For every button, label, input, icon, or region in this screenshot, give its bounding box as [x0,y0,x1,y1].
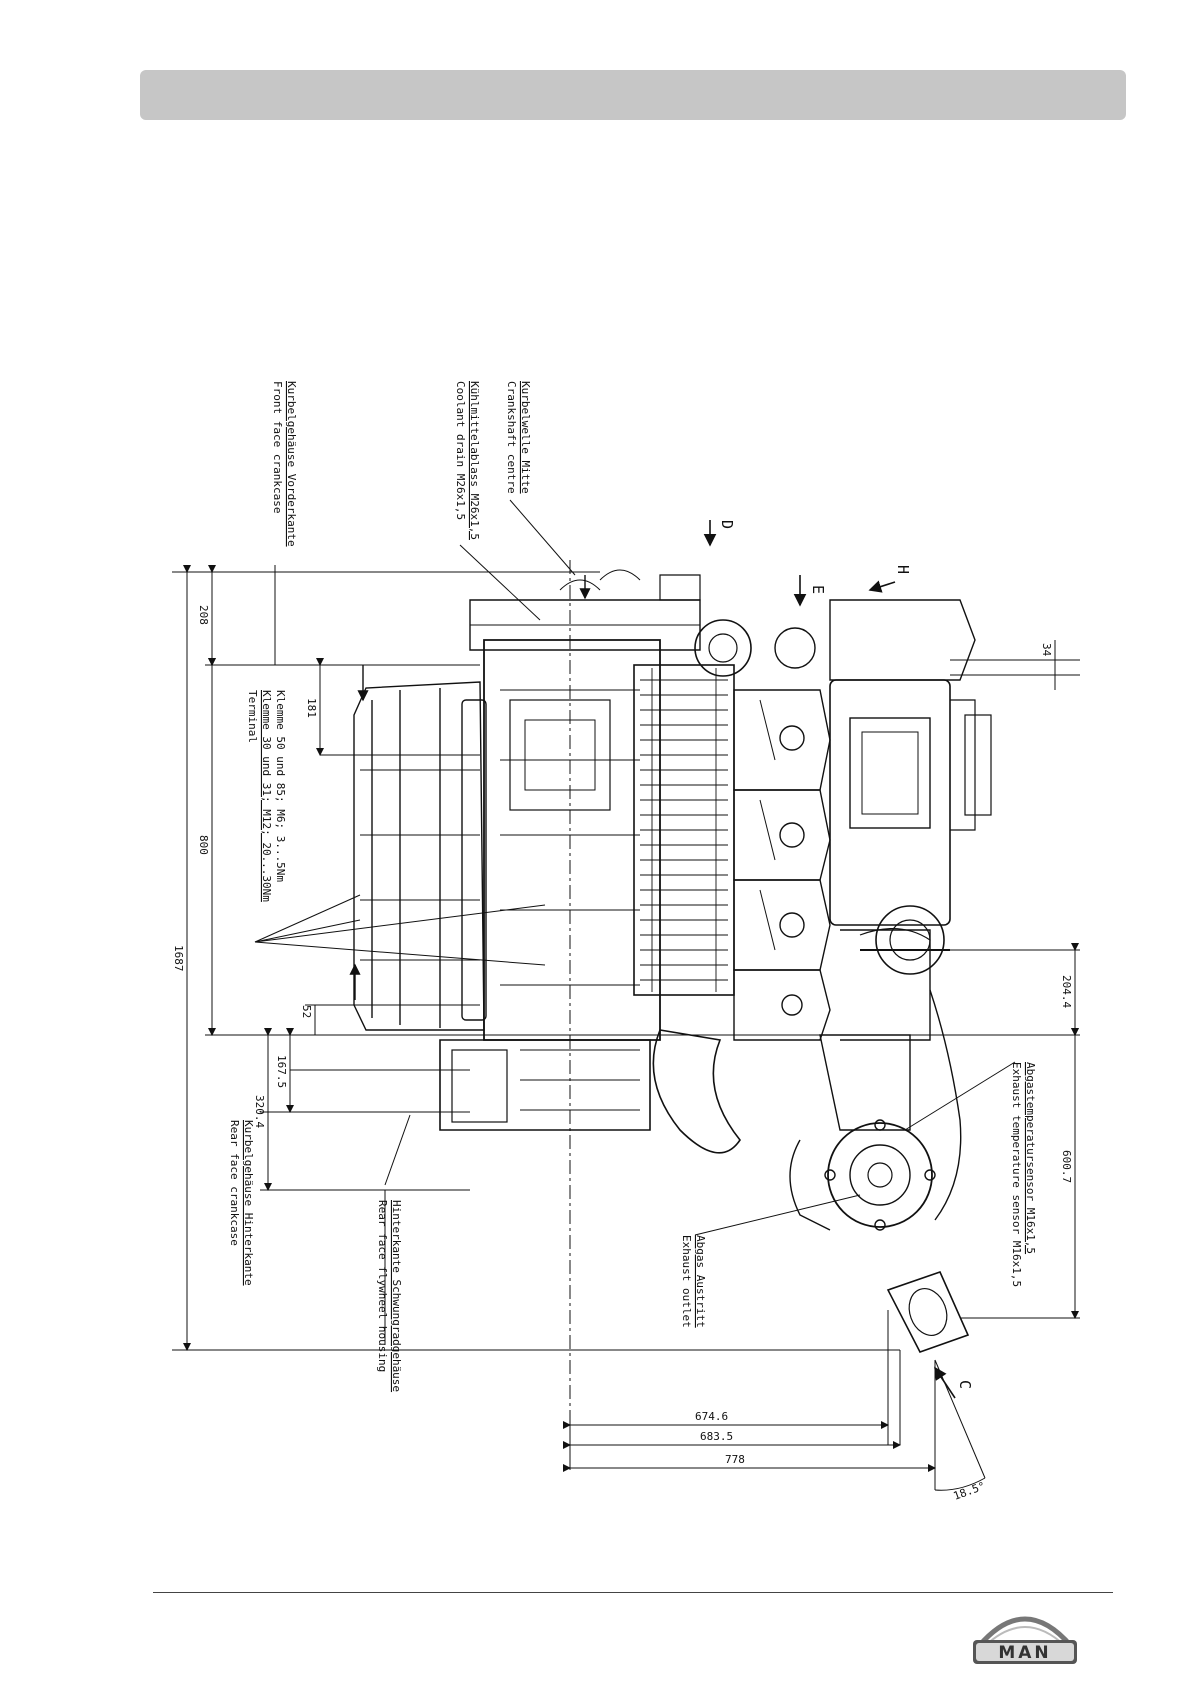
view-letter-e: E [809,585,827,594]
callout-exhaust-temp: Abgastemperatursensor M16x1,5 Exhaust te… [1010,1062,1037,1287]
callout-rear-crankcase: Kurbelgehäuse Hinterkante Rear face cran… [228,1120,255,1286]
callout-rear-crankcase-en: Rear face crankcase [228,1120,241,1246]
dim-600-7: 600.7 [1060,1150,1073,1183]
dim-320-4: 320.4 [253,1095,266,1128]
callout-exhaust-temp-en: Exhaust temperature sensor M16x1,5 [1010,1062,1023,1287]
callout-coolant-de: Kühlmittelablass M26x1,5 [468,381,481,540]
header-bar [140,70,1126,120]
dim-800: 800 [197,835,210,855]
view-letter-d: D [718,520,736,529]
callout-exhaust-outlet-en: Exhaust outlet [680,1235,693,1328]
callout-rear-flywheel-en: Rear face flywheel housing [376,1200,389,1372]
callout-terminal-line1: Klemme 50 und 85; M6; 3...5Nm [274,690,287,882]
view-arrow-c-line [934,1366,956,1399]
callout-front-face-de: Kurbelgehäuse Vorderkante [285,381,298,547]
dim-683-5: 683.5 [700,1430,733,1443]
dim-674-6: 674.6 [695,1410,728,1423]
callout-rear-flywheel-de: Hinterkante Schwungradgehäuse [390,1200,403,1392]
crankcase [483,639,661,1041]
turbocharger [827,1122,933,1228]
exhaust-pipe [652,1029,741,1154]
man-logo: MAN [973,1616,1077,1664]
filter-housing [829,679,951,926]
callout-rear-flywheel: Hinterkante Schwungradgehäuse Rear face … [376,1200,403,1392]
callout-coolant-en: Coolant drain M26x1,5 [454,381,467,520]
dim-52: 52 [300,1005,313,1018]
exhaust-outlet-flange [886,1271,970,1353]
callout-exhaust-outlet-de: Abgas Austritt [694,1235,707,1328]
dim-angle: 18.5° [952,1479,988,1503]
dim-204-4: 204.4 [1060,975,1073,1008]
intake-box [353,681,485,1031]
dim-34: 34 [1040,643,1053,657]
view-arrow-h-line [868,580,896,593]
angle-arc [934,1477,986,1491]
dimension-lines [172,499,1080,1491]
callout-rear-crankcase-de: Kurbelgehäuse Hinterkante [242,1120,255,1286]
dim-181: 181 [305,698,318,718]
view-letter-h: H [894,565,912,574]
front-cover [469,599,701,651]
callout-terminal: Klemme 50 und 85; M6; 3...5Nm Klemme 30 … [246,690,287,902]
footer-rule [153,1592,1113,1593]
callout-front-face-en: Front face crankcase [271,381,284,513]
thermostat-housing [694,619,752,677]
dim-208: 208 [197,605,210,625]
callout-coolant: Kühlmittelablass M26x1,5 Coolant drain M… [454,381,481,540]
view-letter-c: C [956,1380,974,1389]
dim-1687: 1687 [172,945,185,972]
dim-778: 778 [725,1453,745,1466]
flywheel-housing [439,1039,651,1131]
dim-167-5: 167.5 [275,1055,288,1088]
callout-front-face: Kurbelgehäuse Vorderkante Front face cra… [271,381,298,547]
cylinder-heads [733,689,831,1041]
callout-crankshaft: Kurbelwelle Mitte Crankshaft centre [505,381,532,494]
callout-crankshaft-en: Crankshaft centre [505,381,518,494]
callout-exhaust-outlet: Abgas Austritt Exhaust outlet [680,1235,707,1328]
callout-terminal-en: Terminal [246,690,259,743]
callout-crankshaft-de: Kurbelwelle Mitte [519,381,532,494]
callout-exhaust-temp-de: Abgastemperatursensor M16x1,5 [1024,1062,1037,1254]
callout-terminal-line2: Klemme 30 und 31; M12; 20...30Nm [260,690,273,902]
man-logo-text: MAN [998,1643,1051,1663]
engine-body [353,569,992,1353]
